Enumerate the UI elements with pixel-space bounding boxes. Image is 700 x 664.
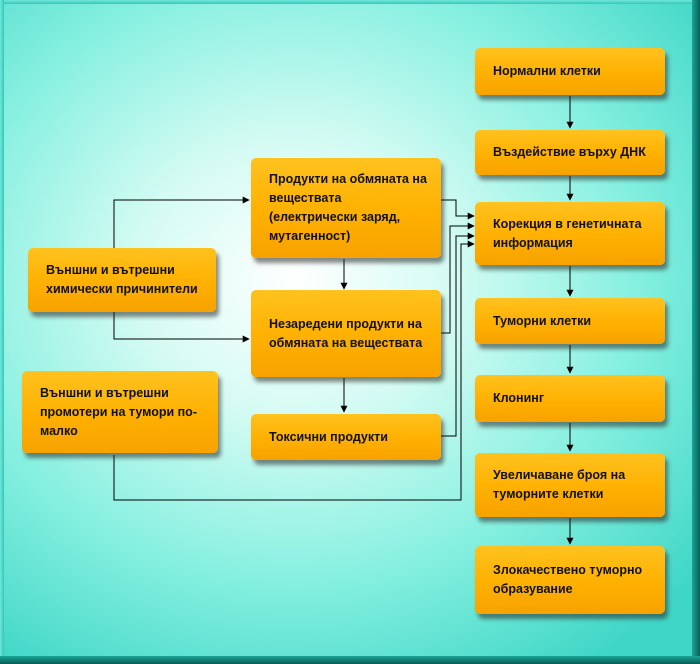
node-label: Въздействие върху ДНК: [493, 145, 646, 159]
node-dna-impact: Въздействие върху ДНК: [475, 130, 665, 175]
node-cell-increase: Увеличаване броя на туморните клетки: [475, 453, 665, 517]
frame-border-bottom: [0, 656, 700, 664]
node-label: Увеличаване броя на туморните клетки: [493, 468, 626, 501]
connector-chemical-to-uncharged: [113, 312, 250, 343]
node-label: Злокачествено туморно образувание: [493, 563, 643, 596]
frame-border-right: [692, 0, 700, 664]
connector-chemical-to-metabolic: [113, 196, 250, 250]
node-toxic-products: Токсични продукти: [251, 414, 441, 460]
node-label: Клонинг: [493, 391, 545, 405]
node-label: Външни и вътрешни химически причинители: [46, 263, 198, 296]
node-metabolic-products: Продукти на обмяната на веществата (елек…: [251, 158, 441, 258]
node-external-chemical: Външни и вътрешни химически причинители: [28, 248, 216, 312]
node-normal-cells: Нормални клетки: [475, 48, 665, 95]
frame-border-top: [0, 0, 700, 4]
node-malignant-formation: Злокачествено туморно образувание: [475, 546, 665, 614]
node-uncharged-products: Незаредени продукти на обмяната на вещес…: [251, 290, 441, 377]
node-cloning: Клонинг: [475, 375, 665, 422]
connector-uncharged-to-correction: [441, 222, 475, 334]
frame-border-left: [0, 0, 4, 664]
node-label: Токсични продукти: [269, 429, 388, 444]
connector-toxic-to-correction: [441, 232, 475, 437]
node-tumor-cells: Туморни клетки: [475, 298, 665, 344]
connector-promoters-to-correction: [113, 240, 475, 501]
node-label: Продукти на обмяната на веществата (елек…: [269, 172, 427, 243]
node-label: Туморни клетки: [493, 313, 592, 328]
node-tumor-promoters: Външни и вътрешни промотери на тумори по…: [22, 371, 218, 453]
node-label: Незаредени продукти на обмяната на вещес…: [269, 316, 423, 350]
node-label: Нормални клетки: [493, 64, 601, 78]
node-label: Корекция в генетичната информация: [493, 216, 642, 250]
connector-metabolic-to-correction: [441, 199, 475, 220]
node-genetic-correction: Корекция в генетичната информация: [475, 202, 665, 265]
node-label: Външни и вътрешни промотери на тумори по…: [40, 385, 197, 438]
